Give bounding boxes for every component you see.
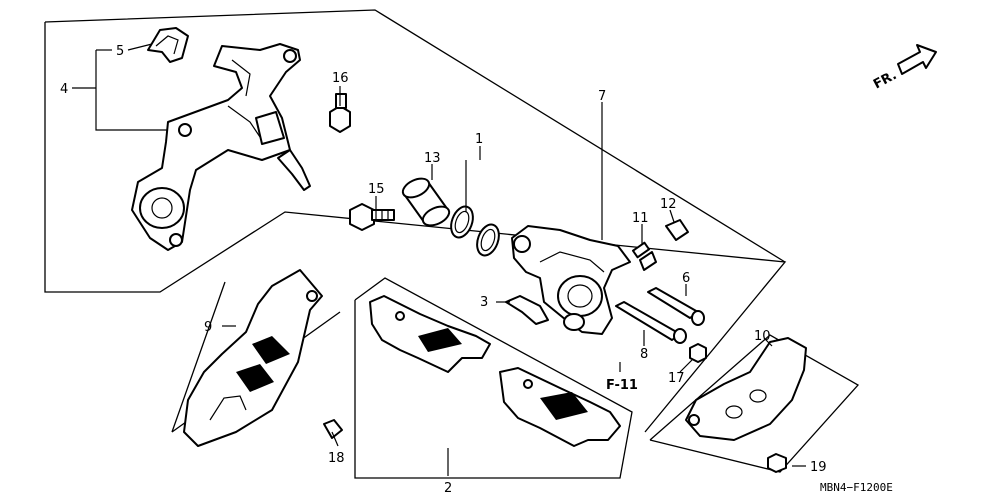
callout-15: 15 bbox=[368, 182, 385, 197]
callout-6: 6 bbox=[682, 271, 690, 286]
reference-f11: F-11 bbox=[606, 378, 638, 393]
bolt-19 bbox=[767, 453, 787, 473]
callout-4: 4 bbox=[60, 82, 68, 97]
callout-19: 19 bbox=[810, 460, 827, 475]
disc-cover bbox=[183, 269, 323, 447]
pad-guard bbox=[685, 337, 807, 441]
callout-16: 16 bbox=[332, 71, 349, 86]
callout-10: 10 bbox=[754, 329, 771, 344]
callout-5: 5 bbox=[116, 44, 124, 59]
piston-seals bbox=[450, 205, 500, 257]
caliper-body bbox=[511, 225, 631, 335]
bleed-valve bbox=[631, 241, 657, 271]
callout-labels: 1 2 3 4 5 6 7 8 9 10 11 12 13 15 16 17 1… bbox=[60, 44, 899, 496]
callout-3: 3 bbox=[480, 295, 488, 310]
nut-17 bbox=[689, 343, 707, 363]
pad-pin-6 bbox=[647, 287, 705, 326]
brake-pad-upper bbox=[369, 295, 491, 373]
callout-13: 13 bbox=[424, 151, 441, 166]
callout-8: 8 bbox=[640, 347, 648, 362]
callout-2: 2 bbox=[444, 481, 452, 496]
front-label: FR. bbox=[871, 68, 899, 93]
piston bbox=[401, 177, 451, 227]
pad-pin-8 bbox=[615, 301, 687, 344]
callout-18: 18 bbox=[328, 451, 345, 466]
callout-9: 9 bbox=[204, 320, 212, 335]
leader-lines bbox=[72, 43, 806, 476]
front-direction-arrow bbox=[897, 44, 937, 75]
bolt-15 bbox=[349, 203, 395, 231]
callout-7: 7 bbox=[598, 89, 606, 104]
callout-17: 17 bbox=[668, 371, 685, 386]
pad-spring bbox=[505, 295, 549, 325]
screw-18 bbox=[323, 419, 343, 439]
bleed-cap bbox=[665, 219, 689, 241]
diagram-code: MBN4−F1200E bbox=[820, 481, 893, 494]
caliper-bracket bbox=[131, 43, 311, 251]
callout-1: 1 bbox=[475, 132, 483, 147]
callout-11: 11 bbox=[632, 211, 649, 226]
bracket-clip bbox=[147, 27, 189, 63]
brake-pad-lower bbox=[499, 367, 621, 447]
callout-12: 12 bbox=[660, 197, 677, 212]
